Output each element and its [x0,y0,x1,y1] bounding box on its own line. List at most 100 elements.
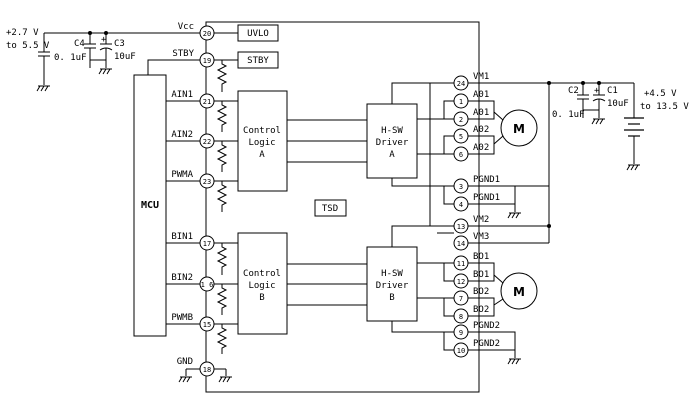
svg-text:A: A [389,150,395,160]
svg-text:B: B [259,293,264,303]
svg-text:Driver: Driver [376,281,409,291]
svg-text:AIN2: AIN2 [171,130,193,140]
svg-text:11: 11 [457,260,465,268]
vcc-net [38,31,200,85]
svg-text:H-SW: H-SW [381,126,403,136]
svg-text:BO1: BO1 [473,270,489,280]
svg-text:GND: GND [177,357,193,367]
svg-text:PWMB: PWMB [171,313,193,323]
svg-text:H-SW: H-SW [381,269,403,279]
svg-text:10: 10 [457,347,465,355]
svg-text:17: 17 [203,240,211,248]
svg-text:24: 24 [457,80,465,88]
motor-b-icon [500,272,538,310]
svg-text:A02: A02 [473,143,489,153]
motor-supply-caps [577,83,606,125]
motor-b-label: M [513,285,525,299]
svg-text:3: 3 [459,183,463,191]
svg-text:BIN2: BIN2 [171,273,193,283]
svg-text:A01: A01 [473,108,489,118]
svg-text:9: 9 [459,329,463,337]
svg-text:14: 14 [457,240,465,248]
stby-wire [147,59,200,75]
pin-bo1-12: 12 BO1 [453,270,489,289]
svg-text:A: A [259,150,265,160]
pin-pwmb: PWMB 15 [166,313,238,332]
pin-vm1: 24 VM1 [453,72,489,91]
pin-a02-6: 6 A02 [453,143,489,162]
svg-text:Driver: Driver [376,138,409,148]
svg-text:VM2: VM2 [473,215,489,225]
pin-vm3: 14 VM3 [453,232,489,251]
supply-right-line1: +4.5 V [644,89,677,99]
svg-text:AIN1: AIN1 [171,90,193,100]
supply-right-line2: to 13.5 V [640,102,689,112]
svg-text:6: 6 [459,151,463,159]
svg-text:PGND1: PGND1 [473,175,500,185]
svg-text:18: 18 [203,366,211,374]
pin-bin1: BIN1 17 [166,232,238,251]
svg-text:20: 20 [203,30,211,38]
svg-text:22: 22 [203,138,211,146]
svg-text:1: 1 [459,98,463,106]
svg-text:BIN1: BIN1 [171,232,193,242]
stby-block-label: STBY [247,56,269,66]
pin-a02-5: 5 A02 [453,125,489,144]
svg-text:Control: Control [243,269,281,279]
supply-left-line1: +2.7 V [6,28,39,38]
pin-ain1: AIN1 21 [166,90,238,109]
svg-text:21: 21 [203,98,211,106]
pin-bin2: BIN2 1 6 [166,273,238,292]
svg-text:1 6: 1 6 [201,281,214,289]
pin-gnd: GND 18 [177,357,232,383]
svg-text:VM3: VM3 [473,232,489,242]
tsd-label: TSD [322,204,338,214]
pin-vcc: Vcc 20 [178,22,215,41]
svg-text:PGND2: PGND2 [473,339,500,349]
svg-text:PGND1: PGND1 [473,193,500,203]
c1-plus: + [594,86,600,96]
control-to-driver-bus [287,119,367,306]
svg-text:A02: A02 [473,125,489,135]
svg-text:VM1: VM1 [473,72,489,82]
svg-text:Logic: Logic [248,281,275,291]
uvlo-label: UVLO [247,29,269,39]
c2-label: C2 [568,86,579,96]
svg-text:8: 8 [459,313,463,321]
svg-text:13: 13 [457,223,465,231]
pgnd-grounds [468,185,549,365]
svg-text:A01: A01 [473,90,489,100]
external-vm-rail [468,81,634,244]
pin-pwma: PWMA 23 [166,170,238,189]
svg-text:PWMA: PWMA [171,170,193,180]
c3-plus: + [101,35,107,45]
mcu-label: MCU [141,200,159,211]
svg-text:BO2: BO2 [473,305,489,315]
control-logic-a [237,90,288,192]
internal-power-wiring [391,82,454,333]
ground-symbols-left [36,68,112,92]
tsd-block [314,199,347,217]
c2-value: 0. 1uF [552,110,585,120]
c4-label: C4 [74,39,85,49]
svg-text:2: 2 [459,116,463,124]
battery-icon [624,83,644,171]
supply-left-line2: to 5.5 V [6,41,50,51]
svg-text:Control: Control [243,126,281,136]
motor-b-wiring [468,262,504,317]
svg-text:Logic: Logic [248,138,275,148]
svg-text:BO2: BO2 [473,287,489,297]
svg-text:12: 12 [457,278,465,286]
mcu-block [133,74,167,337]
svg-text:23: 23 [203,178,211,186]
svg-text:PGND2: PGND2 [473,321,500,331]
svg-text:19: 19 [203,57,211,65]
svg-text:STBY: STBY [172,49,194,59]
svg-text:5: 5 [459,133,463,141]
motor-a-wiring [468,100,504,155]
svg-text:Vcc: Vcc [178,22,194,32]
pin-a01-2: 2 A01 [453,108,489,127]
pin-stby: STBY 19 [172,49,215,68]
